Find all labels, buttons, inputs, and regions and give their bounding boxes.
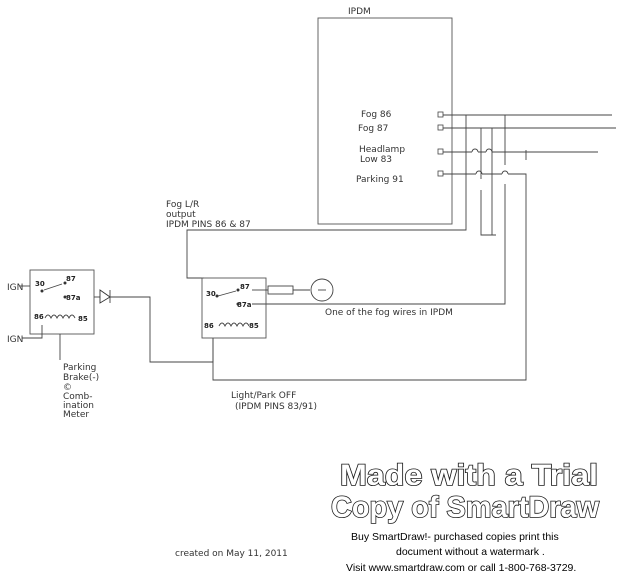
wire-fog87-lower bbox=[480, 190, 496, 236]
created-date: created on May 11, 2011 bbox=[175, 549, 288, 559]
center-relay-contact bbox=[236, 302, 240, 306]
left-relay-pin-30: 30 bbox=[35, 280, 45, 288]
diode-icon bbox=[99, 289, 214, 363]
fog-wire-note: One of the fog wires in IPDM bbox=[325, 308, 453, 318]
lamp-icon bbox=[310, 278, 334, 302]
trial-watermark: Made with a Trial Copy of SmartDraw Buy … bbox=[330, 458, 600, 574]
center-relay-coil bbox=[218, 322, 250, 328]
watermark-sub2: document without a watermark . bbox=[396, 546, 545, 558]
parking-brake-line: Brake(-) bbox=[63, 373, 99, 383]
fog-output-label-line3: IPDM PINS 86 & 87 bbox=[166, 220, 251, 230]
watermark-sub3: Visit www.smartdraw.com or call 1-800-76… bbox=[346, 562, 576, 574]
ipdm-connector bbox=[437, 170, 444, 177]
wire-hop bbox=[501, 170, 509, 175]
center-relay-pin-87a: 87a bbox=[237, 301, 252, 309]
wire-fog86 bbox=[186, 114, 467, 279]
ipdm-connector bbox=[437, 148, 444, 155]
light-park-label-line2: (IPDM PINS 83/91) bbox=[235, 402, 317, 412]
wire-ign-bottom bbox=[22, 325, 43, 339]
ipdm-pin-headlamp: Headlamp bbox=[359, 145, 405, 155]
left-relay-box bbox=[29, 269, 95, 335]
parking-brake-line: Parking bbox=[63, 363, 96, 373]
center-relay-pin-86: 86 bbox=[204, 322, 214, 330]
left-relay-pin-86: 86 bbox=[34, 313, 44, 321]
fog-output-label-line1: Fog L/R bbox=[166, 200, 199, 210]
left-relay-pin-85: 85 bbox=[78, 315, 88, 323]
center-relay-contact bbox=[215, 294, 219, 298]
ipdm-connector bbox=[437, 124, 444, 131]
center-relay-box bbox=[201, 277, 267, 339]
left-relay: 30 87 87a 86 85 bbox=[20, 269, 100, 360]
wire-fog-return bbox=[252, 115, 506, 305]
left-relay-contact bbox=[63, 281, 67, 285]
ipdm-pin-parking91: Parking 91 bbox=[356, 175, 404, 185]
wire-parking91 bbox=[212, 173, 527, 381]
parking-brake-line: ination bbox=[63, 401, 94, 411]
left-relay-pin-87a: 87a bbox=[66, 294, 81, 302]
ipdm-title: IPDM bbox=[348, 7, 371, 17]
fuse-icon bbox=[267, 285, 294, 295]
ipdm-box bbox=[317, 17, 453, 225]
left-relay-contact bbox=[40, 289, 44, 293]
left-relay-pin-87: 87 bbox=[66, 275, 76, 283]
ipdm-pin-low83: Low 83 bbox=[360, 155, 392, 165]
ipdm-pin-fog87: Fog 87 bbox=[358, 124, 388, 134]
center-relay-switch bbox=[217, 290, 237, 297]
left-relay-switch bbox=[43, 283, 63, 291]
center-relay-pin-85: 85 bbox=[249, 322, 259, 330]
center-relay-pin-30: 30 bbox=[206, 290, 216, 298]
ipdm-wires bbox=[186, 114, 616, 381]
wire-hop bbox=[485, 148, 493, 153]
ign-top-label: IGN bbox=[7, 283, 23, 293]
ipdm-pin-fog86: Fog 86 bbox=[361, 110, 392, 120]
watermark-line2: Copy of SmartDraw bbox=[331, 491, 600, 524]
parking-brake-line: Comb- bbox=[63, 392, 93, 402]
fog-output-label-line2: output bbox=[166, 210, 196, 220]
left-relay-coil bbox=[44, 314, 76, 320]
watermark-sub1: Buy SmartDraw!- purchased copies print t… bbox=[351, 531, 559, 543]
left-relay-contact bbox=[63, 295, 67, 299]
center-relay-pin-87: 87 bbox=[240, 283, 250, 291]
watermark-line1: Made with a Trial bbox=[340, 459, 598, 492]
ipdm-connector bbox=[437, 111, 444, 118]
ign-bottom-label: IGN bbox=[7, 335, 23, 345]
ipdm-module: IPDM Fog 86 Fog 87 Headlamp Low 83 Parki… bbox=[317, 7, 453, 225]
center-relay-contact bbox=[236, 288, 240, 292]
parking-brake-label: Parking Brake(-) © Comb- ination Meter bbox=[63, 363, 99, 420]
parking-brake-line: © bbox=[63, 383, 72, 393]
wire-hop bbox=[471, 148, 479, 153]
parking-brake-line: Meter bbox=[63, 410, 89, 420]
wire-hop bbox=[475, 170, 483, 175]
light-park-label-line1: Light/Park OFF bbox=[231, 391, 296, 401]
center-relay: 30 87 87a 86 85 bbox=[201, 277, 268, 339]
